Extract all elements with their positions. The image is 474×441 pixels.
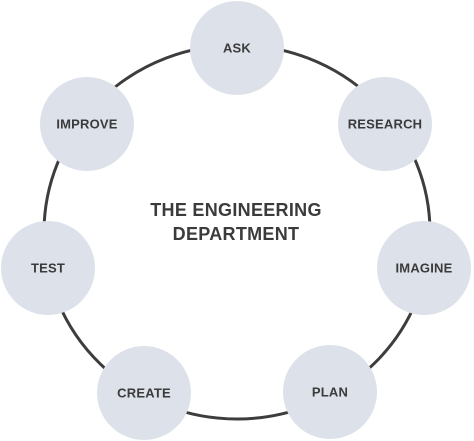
step-ask: ASK	[190, 1, 284, 95]
step-research-circle	[338, 77, 432, 171]
step-plan-label: PLAN	[312, 385, 348, 400]
step-create-circle	[97, 346, 191, 440]
step-plan: PLAN	[283, 345, 377, 439]
step-imagine-label: IMAGINE	[395, 261, 452, 276]
step-create: CREATE	[97, 346, 191, 440]
step-improve-circle	[40, 77, 134, 171]
step-research-label: RESEARCH	[348, 117, 423, 132]
center-title: THE ENGINEERING DEPARTMENT	[150, 200, 322, 244]
step-improve: IMPROVE	[40, 77, 134, 171]
step-test: TEST	[1, 221, 95, 315]
step-test-label: TEST	[31, 261, 65, 276]
step-test-circle	[1, 221, 95, 315]
step-ask-label: ASK	[223, 41, 251, 56]
step-plan-circle	[283, 345, 377, 439]
step-imagine: IMAGINE	[377, 221, 471, 315]
step-create-label: CREATE	[117, 386, 171, 401]
center-title-line2: DEPARTMENT	[173, 224, 300, 244]
center-title-line1: THE ENGINEERING	[150, 200, 322, 220]
step-research: RESEARCH	[338, 77, 432, 171]
step-imagine-circle	[377, 221, 471, 315]
step-improve-label: IMPROVE	[56, 117, 117, 132]
step-ask-circle	[190, 1, 284, 95]
